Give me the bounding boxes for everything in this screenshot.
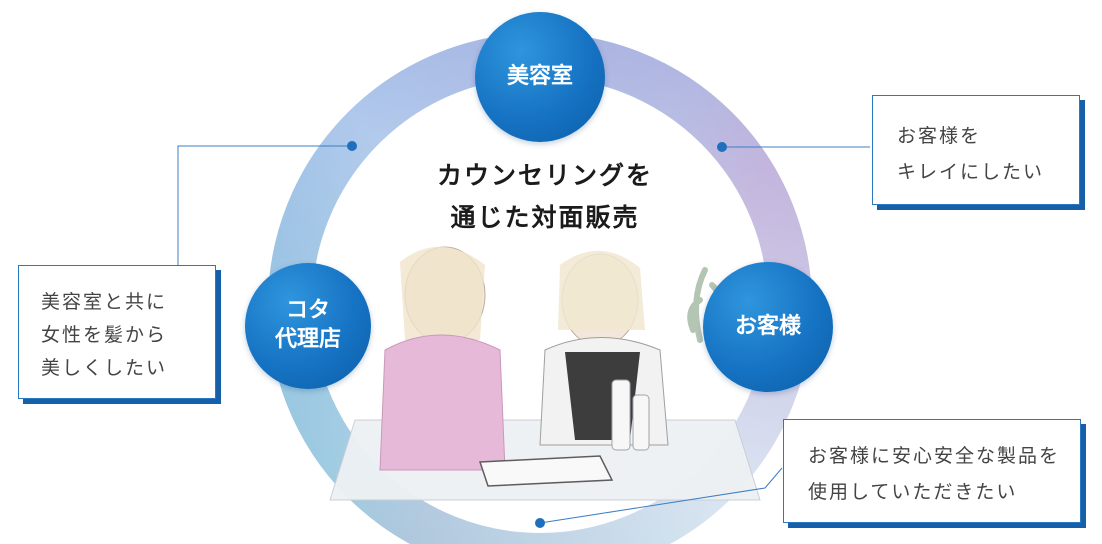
callout-agency-wish-line-3: 美しくしたい [41, 357, 168, 379]
node-agency: コタ 代理店 [245, 263, 371, 389]
callout-agency-wish-line-2: 女性を髪から [41, 324, 168, 346]
dot-left [347, 141, 357, 151]
center-title: カウンセリングを 通じた対面販売 [395, 155, 695, 239]
counseling-illustration [329, 246, 761, 501]
callout-salon-wish-line-2: 使用していただきたい [808, 481, 1018, 503]
node-agency-line-1: コタ [285, 298, 330, 324]
center-title-line-1: カウンセリングを [436, 161, 653, 190]
connector-salon-wish [539, 467, 783, 524]
callout-agency-wish: 美容室と共に 女性を髪から 美しくしたい [18, 265, 216, 399]
callout-salon-wish-line-1: お客様に安心安全な製品を [808, 445, 1061, 467]
node-agency-line-2: 代理店 [274, 327, 341, 352]
callout-customer-wish-line-1: お客様を [897, 125, 982, 147]
callout-customer-wish: お客様を キレイにしたい [872, 95, 1080, 205]
node-customer: お客様 [703, 262, 833, 392]
callout-salon-wish: お客様に安心安全な製品を 使用していただきたい [783, 419, 1081, 523]
dot-right [717, 142, 727, 152]
node-customer-label: お客様 [734, 313, 801, 339]
callout-agency-wish-line-1: 美容室と共に [41, 291, 168, 313]
callout-customer-wish-line-2: キレイにしたい [897, 161, 1045, 183]
node-salon-label: 美容室 [506, 63, 573, 89]
dot-bottom [535, 518, 545, 528]
center-title-line-2: 通じた対面販売 [450, 203, 640, 232]
node-salon: 美容室 [475, 12, 605, 142]
